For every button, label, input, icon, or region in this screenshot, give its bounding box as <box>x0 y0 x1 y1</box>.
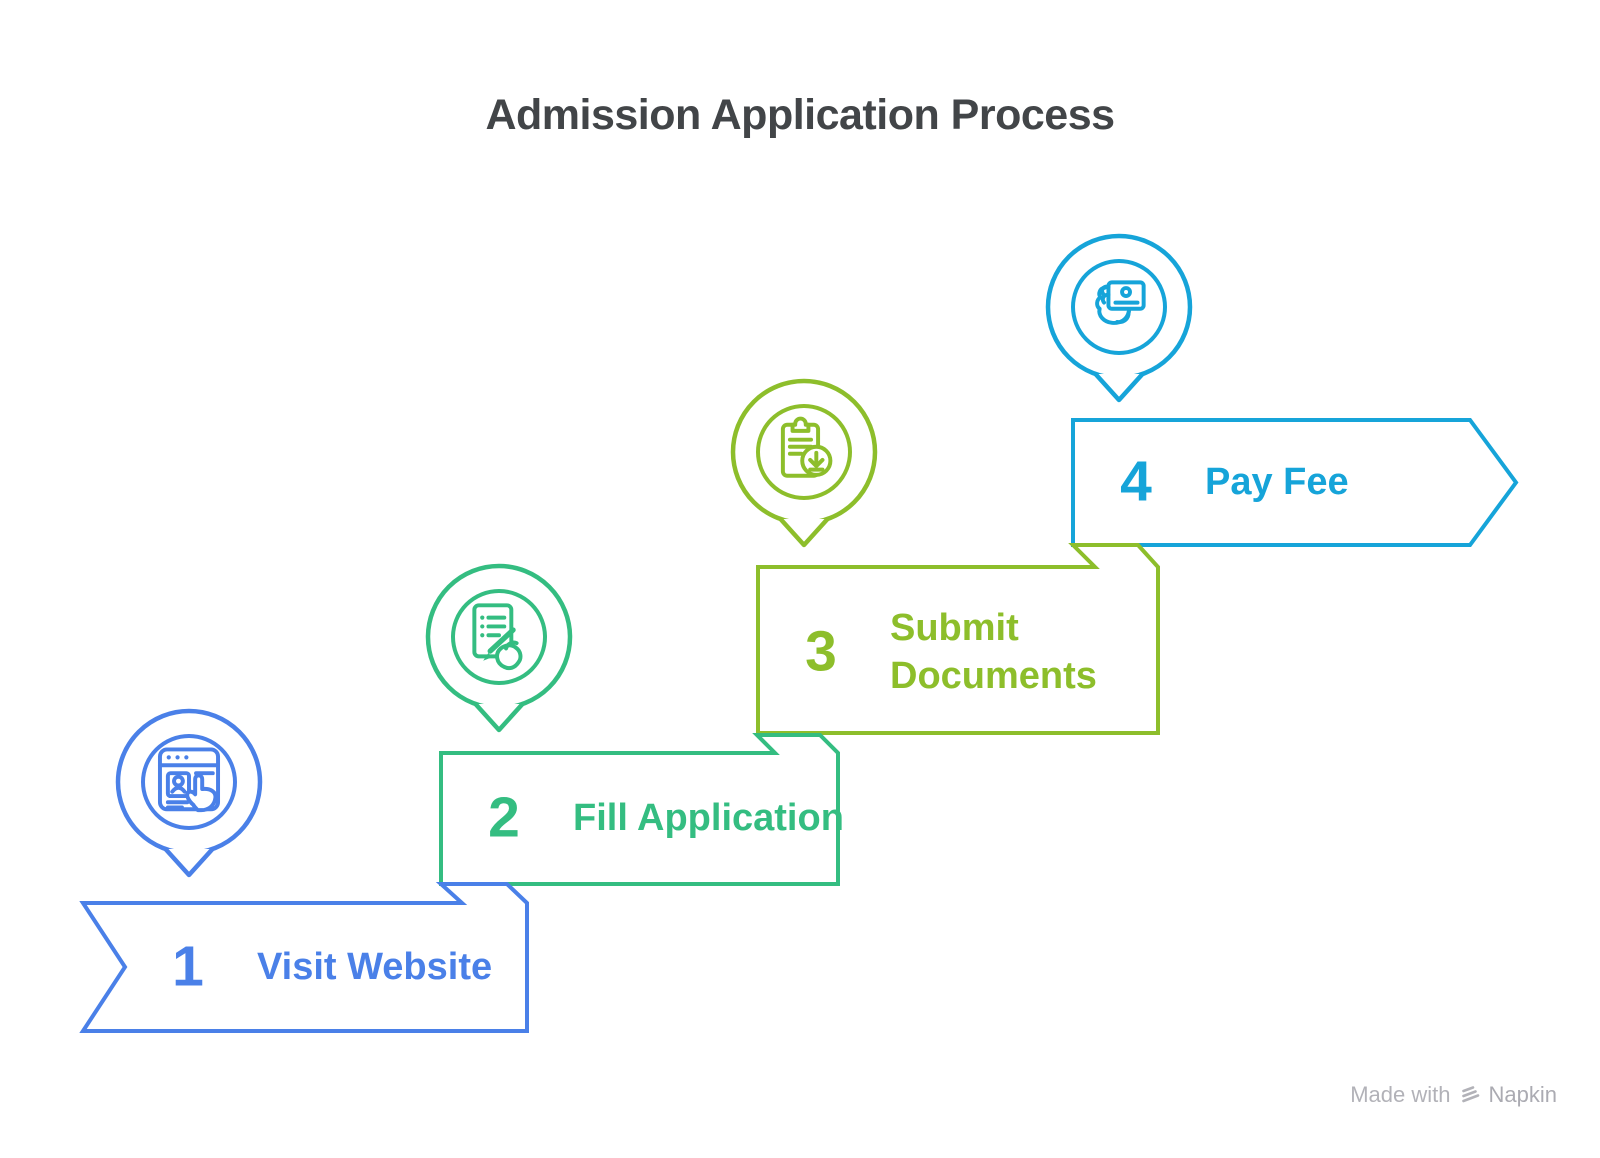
watermark-brand: Napkin <box>1488 1082 1557 1107</box>
page-title: Admission Application Process <box>485 91 1115 139</box>
step-banner-4 <box>1071 418 1519 547</box>
step-number-1: 1 <box>172 934 204 999</box>
napkin-logo-icon <box>1461 1086 1479 1103</box>
step-label-4: Pay Fee <box>1205 460 1349 503</box>
step-banner-3 <box>756 543 1160 735</box>
step-label-3: Submit Documents <box>890 606 1097 697</box>
step-icon-bubble-4 <box>1045 233 1193 403</box>
step-banner-1 <box>79 882 529 1033</box>
step-icon-bubble-1 <box>115 708 263 878</box>
step-number-4: 4 <box>1120 449 1152 514</box>
step-icon-bubble-2 <box>425 563 573 733</box>
step-label-1: Visit Website <box>257 945 493 988</box>
step-icon-bubble-3 <box>730 378 878 548</box>
watermark: Made with Napkin <box>1350 1082 1557 1108</box>
step-number-3: 3 <box>805 619 837 684</box>
watermark-prefix: Made with <box>1350 1082 1451 1107</box>
step-number-2: 2 <box>488 785 520 850</box>
step-label-2: Fill Application <box>573 796 844 839</box>
